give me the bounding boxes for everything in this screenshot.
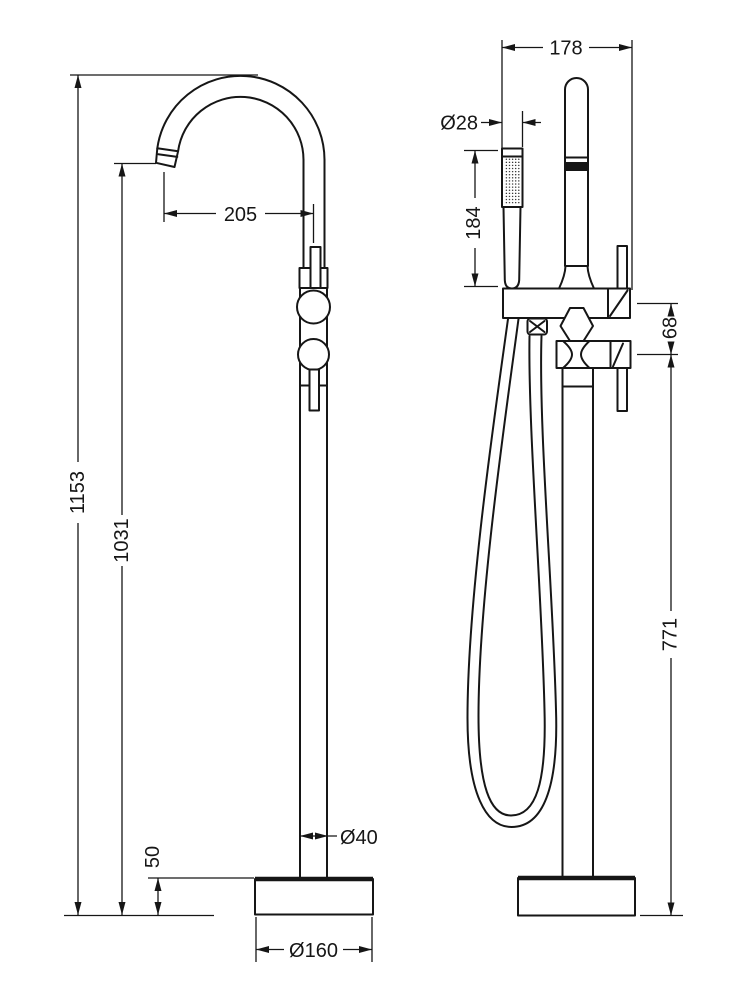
spout-tip-band-line — [157, 153, 179, 158]
bottom-lever-stem-front — [308, 368, 320, 412]
arrow-down — [667, 341, 675, 355]
dim-column-diameter-label: Ø40 — [340, 827, 378, 849]
dim-total-height: 1153 — [67, 74, 258, 915]
arrow-left — [256, 946, 269, 953]
hose-inner-edge — [477, 318, 546, 817]
side-view: 178 Ø28 184 68 — [440, 38, 683, 917]
dim-overall-depth-label: 178 — [549, 38, 582, 60]
shower-hose — [466, 318, 558, 828]
dim-overall-depth: 178 — [501, 38, 633, 290]
base-front — [254, 878, 374, 916]
hose-connector-cross — [529, 320, 546, 333]
top-lever-stem-front — [309, 246, 322, 289]
arrow-up — [154, 878, 162, 891]
dim-handset-length: 184 — [463, 149, 498, 288]
dim-handle-height: 771 — [640, 354, 683, 917]
arrow-left — [502, 44, 515, 51]
valve-body-lower — [562, 340, 591, 369]
arrow-right — [359, 946, 372, 953]
handshower-handle — [502, 206, 522, 290]
dim-handset-diameter-label: Ø28 — [440, 113, 478, 135]
dim-handle-spacing: 68 — [637, 302, 682, 356]
dim-spout-height-label: 1031 — [111, 518, 133, 563]
spout-outer-arc — [156, 74, 326, 161]
arrow-left — [164, 210, 177, 217]
dim-spout-reach-label: 205 — [224, 204, 257, 226]
dim-handset-diameter: Ø28 — [440, 111, 541, 147]
arrow-down — [118, 902, 126, 915]
faucet-column-side — [561, 367, 594, 879]
arrow-up — [471, 150, 479, 164]
dim-base-height-label: 50 — [142, 846, 164, 868]
bottom-hub-diagonal — [612, 342, 624, 368]
arrow-left — [300, 832, 313, 840]
dim-base-diameter: Ø160 — [255, 917, 373, 962]
arrow-up — [118, 163, 126, 177]
spout-gooseneck — [155, 74, 326, 269]
hose-outer-edge — [466, 318, 558, 828]
dim-base-diameter-label: Ø160 — [289, 940, 338, 962]
dim-column-diameter: Ø40 — [300, 827, 378, 849]
spout-inner-arc — [177, 95, 305, 161]
dim-spout-reach: 205 — [163, 172, 315, 243]
front-view: 1153 1031 205 50 — [64, 74, 378, 962]
bottom-lever-handle — [616, 367, 628, 412]
arrow-down — [471, 273, 479, 287]
top-lever-handle — [616, 245, 628, 290]
dim-total-height-label: 1153 — [67, 471, 89, 514]
arrow-inward-right — [489, 119, 502, 126]
hose-connector — [526, 317, 548, 336]
dim-spout-height: 1031 — [111, 162, 156, 915]
arrow-down — [154, 902, 162, 915]
arrow-right — [315, 832, 328, 840]
dim-handle-spacing-label: 68 — [660, 317, 682, 339]
arrow-up — [74, 75, 82, 88]
arrow-inward-left — [522, 119, 536, 126]
base-side — [517, 877, 636, 917]
arrow-up — [667, 303, 675, 317]
body-bottom-band — [555, 340, 632, 369]
arrow-right — [300, 210, 314, 217]
riser-tube-body — [564, 77, 589, 267]
dim-base-height: 50 — [142, 846, 254, 915]
dim-handle-height-label: 771 — [660, 618, 682, 651]
riser-joint-band — [564, 162, 589, 171]
arrow-up — [667, 354, 675, 368]
riser-tube — [558, 77, 595, 290]
handshower-spray-face — [504, 158, 521, 205]
arrow-down — [667, 902, 675, 916]
riser-flare — [558, 265, 595, 290]
top-hub-diagonal — [609, 289, 629, 317]
arrow-down — [74, 902, 82, 915]
dim-handset-length-label: 184 — [463, 206, 485, 239]
spout-tip-aerator — [155, 147, 180, 168]
handle-knob-bottom — [297, 338, 330, 371]
handle-knob-top — [296, 289, 331, 325]
arrow-right — [619, 44, 632, 51]
handshower — [501, 147, 524, 290]
